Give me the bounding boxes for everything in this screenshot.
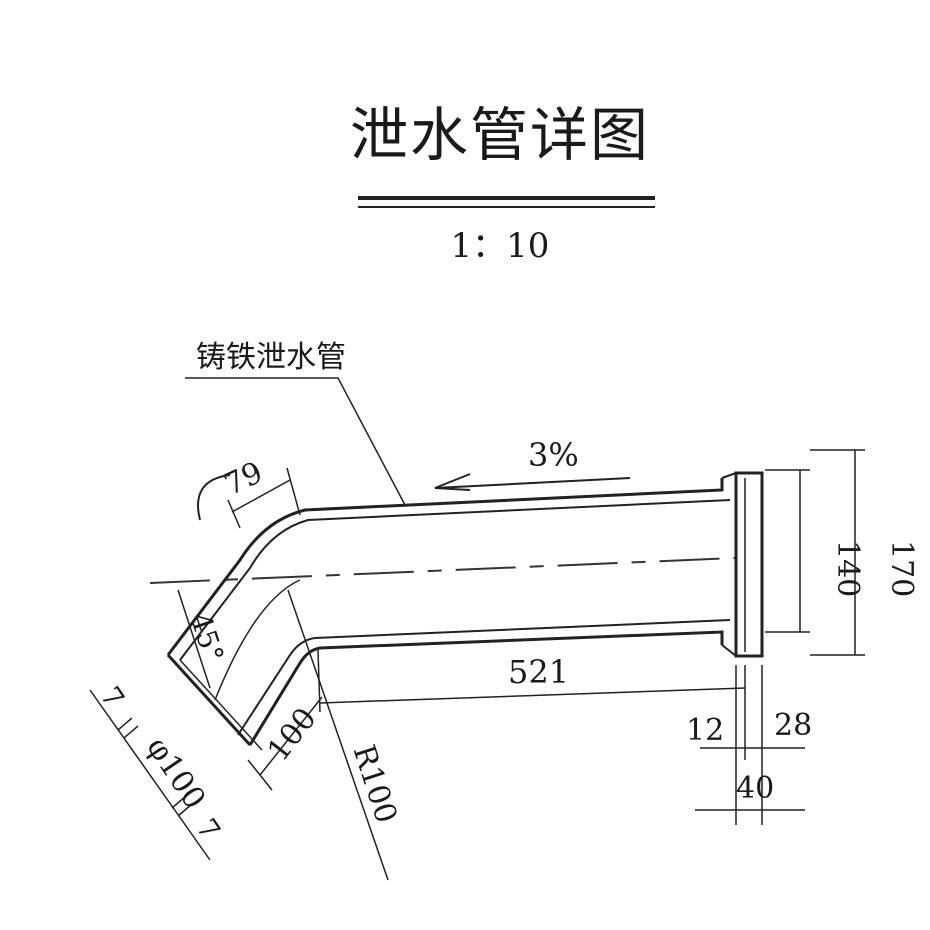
pipe-end-cut <box>166 653 252 747</box>
flange-body <box>734 471 764 658</box>
dim-140-label: 140 <box>830 540 865 597</box>
dim-521-line <box>319 687 746 704</box>
dim-79-ext-b <box>286 467 301 516</box>
dim-phi100-label: φ100 <box>139 731 212 815</box>
pipe-end-cut-inner <box>179 659 263 751</box>
flange-neck-top <box>721 472 737 479</box>
slope-arrow-line <box>434 477 631 489</box>
dim-phi100-tick-a1 <box>117 717 133 731</box>
pipe-label-leader <box>185 377 406 506</box>
pipe-top-inner-wall <box>179 499 731 661</box>
dim-phi100-tick-a2 <box>123 725 139 739</box>
pipe-label: 铸铁泄水管 <box>196 340 346 375</box>
dim-12-label: 12 <box>686 713 724 748</box>
dim-phi100-tick-b2 <box>177 803 193 817</box>
drawing-title: 泄水管详图 <box>349 101 650 169</box>
dim-45-line <box>177 589 211 689</box>
angle-arc <box>197 474 231 521</box>
slope-arrow-head <box>434 473 471 491</box>
dim-40-label: 40 <box>736 771 774 806</box>
dim-phi100-tick-b1 <box>171 795 187 809</box>
pipe-bend-curve <box>214 579 301 701</box>
pipe-centerline <box>149 557 736 584</box>
dim-79-ext-a <box>227 499 241 529</box>
dim-521-label: 521 <box>508 653 569 691</box>
pipe-bottom-inner-wall <box>237 619 731 736</box>
slope-label: 3% <box>528 436 579 474</box>
dim-79-line <box>231 479 291 513</box>
pipe-bottom-outer-wall <box>248 630 724 746</box>
dim-100-line <box>259 696 323 776</box>
r100-leader <box>287 589 389 881</box>
dim-170-label: 170 <box>884 540 919 597</box>
pipe-top-outer-wall <box>166 478 724 656</box>
flange-neck-bottom <box>721 644 737 657</box>
dim-7-bottom-label: 7 <box>190 813 227 846</box>
dim-phi100-line <box>89 689 211 861</box>
dim-7-top-label: 7 <box>94 681 131 714</box>
dim-28-label: 28 <box>774 708 812 743</box>
dim-100-ext <box>247 759 273 791</box>
drawing-scale: 1：10 <box>450 226 550 266</box>
angle-label: 45° <box>184 609 231 666</box>
